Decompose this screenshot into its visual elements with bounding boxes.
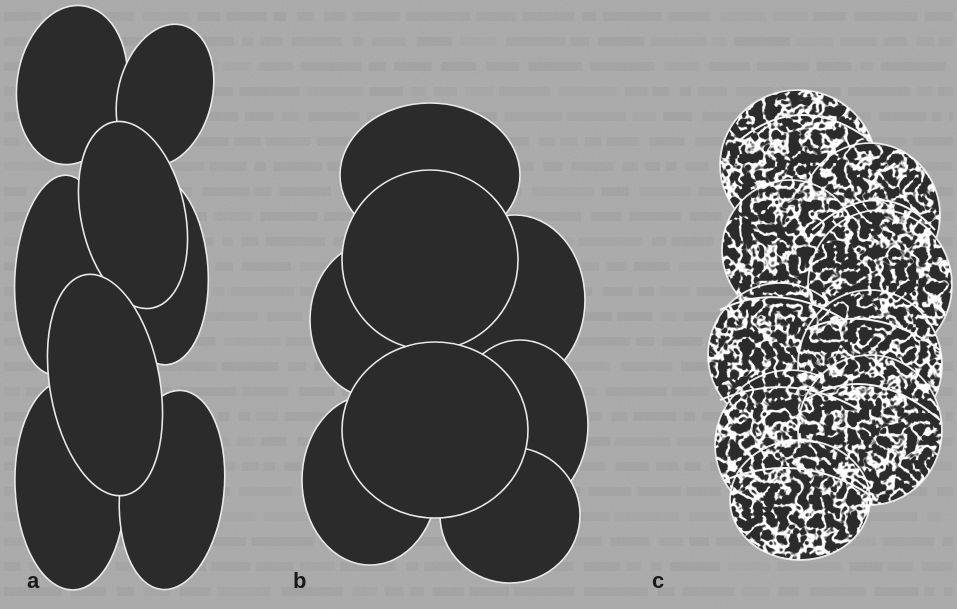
spore	[342, 170, 518, 350]
panel-label-a: a	[27, 568, 40, 593]
panel-label-c: c	[652, 568, 664, 593]
spore	[342, 342, 528, 518]
panel-label-b: b	[293, 568, 306, 593]
panel-a-spores	[6, 0, 234, 595]
